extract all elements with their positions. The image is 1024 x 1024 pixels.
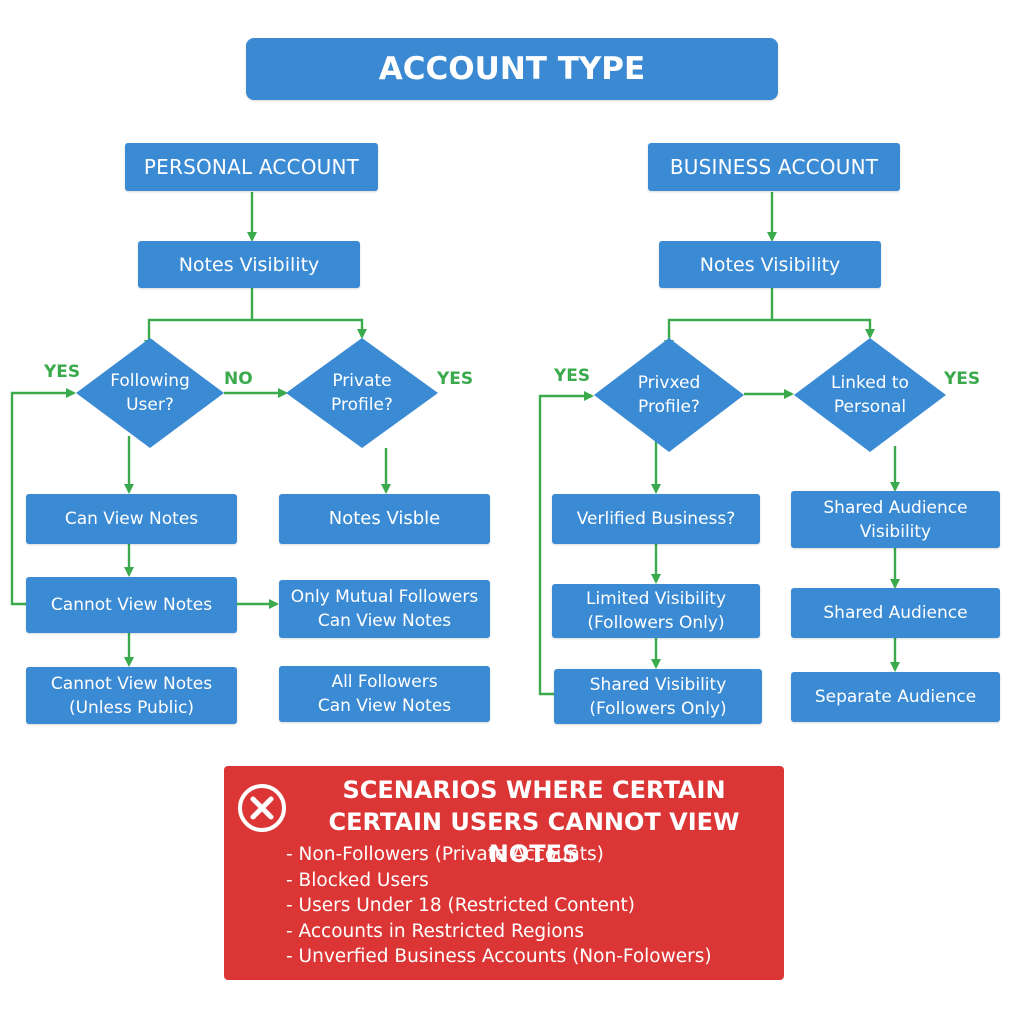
business-yes-left-label: YES	[554, 366, 591, 386]
can-view-notes-box: Can View Notes	[26, 494, 237, 544]
scenario-item: - Blocked Users	[286, 869, 429, 891]
decision-following-label: Following User?	[110, 371, 190, 415]
x-circle-icon	[238, 784, 286, 832]
shared-visibility-box: Shared Visibility (Followers Only)	[554, 669, 762, 724]
shared-audience-visibility-box: Shared Audience Visibility	[791, 491, 1000, 548]
scenarios-title: SCENARIOS WHERE CERTAIN CERTAIN USERS CA…	[328, 776, 740, 868]
separate-audience-box: Separate Audience	[791, 672, 1000, 722]
business-yes-right-label: YES	[944, 369, 981, 389]
limited-visibility-box: Limited Visibility (Followers Only)	[552, 584, 760, 638]
decision-linked-diamond	[794, 338, 946, 452]
all-followers-box: All Followers Can View Notes	[279, 666, 490, 722]
account-type-title: ACCOUNT TYPE	[246, 38, 778, 100]
scenario-item: - Accounts in Restricted Regions	[286, 920, 584, 942]
personal-account-header: PERSONAL ACCOUNT	[125, 143, 378, 191]
business-notes-visibility: Notes Visibility	[659, 241, 881, 288]
decision-following-diamond	[76, 338, 224, 448]
arrow-cannot-loop	[10, 388, 76, 606]
decision-privxed-diamond	[594, 338, 744, 452]
personal-yes-right-label: YES	[437, 369, 474, 389]
personal-notes-visibility: Notes Visibility	[138, 241, 360, 288]
cannot-view-notes-box: Cannot View Notes	[26, 577, 237, 633]
scenarios-list: - Non-Followers (Private Accounts) - Blo…	[286, 842, 712, 970]
notes-visible-box: Notes Visble	[279, 494, 490, 544]
scenario-item: - Non-Followers (Private Accounts)	[286, 844, 604, 865]
decision-privxed-label: Privxed Profile?	[637, 373, 701, 417]
personal-yes-left-label: YES	[44, 362, 81, 382]
decision-private-label: Private Profile?	[331, 371, 393, 415]
arrow-bnotes-to-linked	[772, 318, 875, 339]
arrow-notes-split	[144, 288, 254, 350]
decision-private-diamond	[286, 338, 438, 448]
shared-audience-box: Shared Audience	[791, 588, 1000, 638]
scenario-item: - Unverfied Business Accounts (Non-Folow…	[286, 946, 712, 968]
scenario-item: - Users Under 18 (Restricted Content)	[286, 895, 636, 917]
arrow-shared-loop	[538, 391, 594, 696]
cannot-view-unless-public-box: Cannot View Notes (Unless Public)	[26, 667, 237, 724]
arrow-notes-to-private	[252, 318, 367, 339]
verified-business-box: Verlified Business?	[552, 494, 760, 544]
personal-no-label: NO	[224, 369, 253, 389]
scenarios-panel: SCENARIOS WHERE CERTAIN CERTAIN USERS CA…	[224, 766, 784, 980]
decision-linked-label: Linked to Personal	[831, 373, 909, 417]
mutual-followers-box: Only Mutual Followers Can View Notes	[279, 580, 490, 638]
arrow-bnotes-split	[664, 288, 774, 350]
business-account-header: BUSINESS ACCOUNT	[648, 143, 900, 191]
